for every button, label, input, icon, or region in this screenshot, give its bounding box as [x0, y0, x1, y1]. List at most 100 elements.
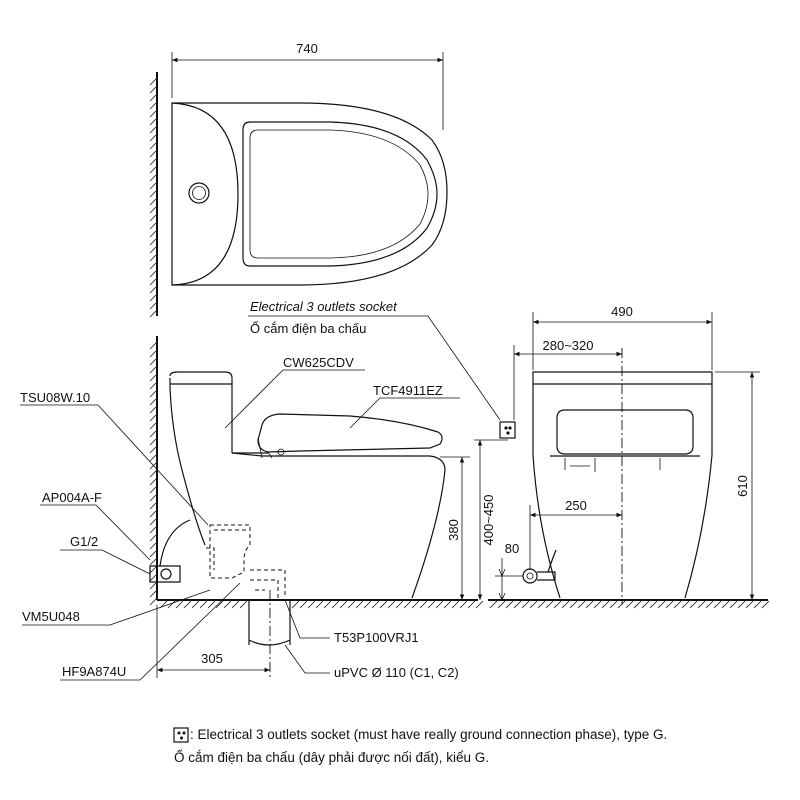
- hatch-line: [617, 600, 626, 609]
- hatch-line: [291, 600, 300, 609]
- hatch-line: [167, 600, 176, 609]
- hatch-line: [183, 600, 192, 609]
- hatch-line: [467, 600, 476, 609]
- valve-front-inner: [526, 572, 534, 580]
- valve-knob-icon: [160, 568, 172, 580]
- front-view: 490 280~320 250 80 610: [488, 304, 770, 609]
- hatch-line: [239, 600, 248, 609]
- hatch-line: [363, 600, 372, 609]
- hatch-line: [657, 600, 666, 609]
- hatch-line: [569, 600, 578, 609]
- hatch-line: [561, 600, 570, 609]
- leader-cw: [224, 369, 365, 429]
- hatch-line: [149, 477, 158, 486]
- hatch-line: [149, 421, 158, 430]
- leader-g: [60, 549, 151, 575]
- hatch-line: [149, 445, 158, 454]
- dim-side-offset: 250: [565, 498, 587, 513]
- hatch-line: [149, 597, 158, 606]
- hatch-line: [601, 600, 610, 609]
- label-g: G1/2: [70, 534, 98, 549]
- hatch-line: [149, 373, 158, 382]
- hatch-line: [537, 600, 546, 609]
- hatch-line: [149, 261, 158, 270]
- hatch-line: [149, 389, 158, 398]
- flush-button-icon: [188, 182, 210, 204]
- hatch-line: [149, 509, 158, 518]
- hatch-line: [729, 600, 738, 609]
- hatch-line: [721, 600, 730, 609]
- label-electrical-en: Electrical 3 outlets socket: [250, 299, 398, 314]
- hatch-line: [149, 141, 158, 150]
- leader-ap: [40, 504, 151, 561]
- hatch-line: [505, 600, 514, 609]
- hatch-line: [149, 269, 158, 278]
- hatch-line: [625, 600, 634, 609]
- bowl-front-side: [231, 452, 446, 599]
- hatch-line: [149, 173, 158, 182]
- hatch-line: [149, 133, 158, 142]
- hatch-line: [697, 600, 706, 609]
- hatch-line: [673, 600, 682, 609]
- tank-back-side: [169, 378, 206, 546]
- label-vm: VM5U048: [22, 609, 80, 624]
- label-tsu: TSU08W.10: [20, 390, 90, 405]
- hatch-line: [475, 600, 484, 609]
- seat-side: [257, 413, 443, 453]
- hatch-line: [149, 581, 158, 590]
- dim-total-height: 610: [735, 475, 750, 497]
- hatch-line: [149, 125, 158, 134]
- tank-top-front: [532, 371, 713, 378]
- hatch-line: [149, 533, 158, 542]
- hatch-line: [149, 565, 158, 574]
- side-view: 380 400~450 305 TSU08W.10 AP004A-F G1/2 …: [20, 299, 516, 681]
- hatch-line: [633, 600, 642, 609]
- hatch-line: [513, 600, 522, 609]
- hatch-line: [149, 397, 158, 406]
- hatch-line: [149, 277, 158, 286]
- hatch-line: [149, 469, 158, 478]
- hatch-line: [149, 229, 158, 238]
- hatch-line: [149, 93, 158, 102]
- hatch-line: [577, 600, 586, 609]
- hatch-line: [689, 600, 698, 609]
- dim-outlet-range: 280~320: [543, 338, 594, 353]
- dim-supply-height: 80: [505, 541, 519, 556]
- hatch-line: [191, 600, 200, 609]
- hatch-line: [371, 600, 380, 609]
- wall-hatch-side: [149, 341, 158, 606]
- hatch-line: [149, 405, 158, 414]
- hatch-line: [149, 181, 158, 190]
- hatch-line: [149, 197, 158, 206]
- hatch-line: [149, 245, 158, 254]
- hatch-line: [149, 77, 158, 86]
- hatch-line: [411, 600, 420, 609]
- hose-front: [547, 549, 557, 573]
- hatch-line: [149, 493, 158, 502]
- dim-outlet-height: 400~450: [481, 495, 496, 546]
- trapway-hidden-inner: [206, 529, 246, 570]
- hatch-line: [331, 600, 340, 609]
- bowl-outline-top: [171, 102, 448, 286]
- hatch-line: [149, 485, 158, 494]
- hatch-line: [149, 413, 158, 422]
- hatch-line: [149, 101, 158, 110]
- hatch-line: [641, 600, 650, 609]
- hatch-line: [149, 517, 158, 526]
- footnote-line-2: Ổ cắm điện ba chấu (dây phải được nối đấ…: [174, 750, 490, 765]
- floor-hatch-side: [159, 600, 484, 609]
- label-upvc: uPVC Ø 110 (C1, C2): [334, 665, 459, 680]
- hatch-line: [299, 600, 308, 609]
- hatch-line: [149, 589, 158, 598]
- hatch-line: [705, 600, 714, 609]
- label-seat-model: TCF4911EZ: [373, 383, 443, 398]
- hatch-line: [199, 600, 208, 609]
- hatch-line: [489, 600, 498, 609]
- label-t53: T53P100VRJ1: [334, 630, 419, 645]
- hatch-line: [223, 600, 232, 609]
- hatch-line: [149, 293, 158, 302]
- hatch-line: [149, 349, 158, 358]
- hatch-line: [307, 600, 316, 609]
- hatch-line: [149, 573, 158, 582]
- floor-hatch-front: [489, 600, 770, 609]
